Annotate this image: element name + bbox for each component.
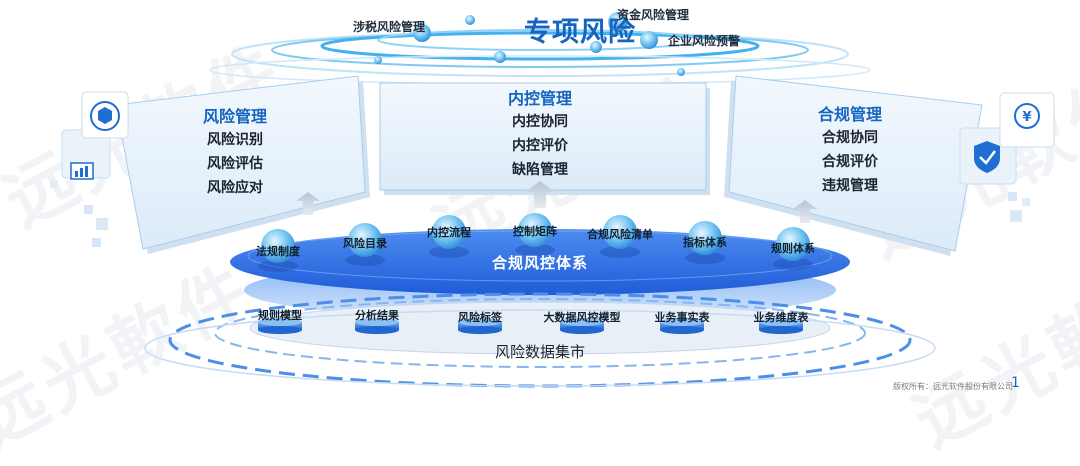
middle-oval-label: 合规风控体系 <box>491 254 588 272</box>
right-panel <box>724 75 983 256</box>
node-label: 指标体系 <box>683 236 727 249</box>
footer-copyright: 版权所有：远光软件股份有限公司 <box>893 382 1013 391</box>
right-panel-item: 违规管理 <box>822 178 878 194</box>
sphere-icon <box>348 223 382 257</box>
database-label: 风险标签 <box>458 311 502 324</box>
sphere-icon <box>603 215 637 249</box>
database-label: 业务维度表 <box>753 311 809 324</box>
sphere-icon <box>640 31 658 49</box>
database-icon <box>660 318 704 334</box>
database-icon <box>458 318 502 334</box>
node-label: 合规风险清单 <box>587 228 653 241</box>
arrow-up-icon <box>793 200 817 223</box>
middle-nodes <box>258 213 813 272</box>
svg-text:¥: ¥ <box>1022 110 1031 125</box>
database-label: 分析结果 <box>355 309 399 322</box>
right-panel-text: 合规管理 合规协同 合规评价 违规管理 <box>795 104 905 198</box>
database-icon <box>258 318 302 334</box>
diagram-graphics: ¥ <box>50 12 1055 388</box>
sphere-icon <box>518 213 552 247</box>
right-panel-item: 合规评价 <box>822 154 878 170</box>
page-number: 1 <box>1011 375 1020 391</box>
top-rings <box>209 29 871 85</box>
left-panel-item: 风险应对 <box>207 180 263 196</box>
diagram-stage: 远光軟件 远光軟件 远光軟件 远光軟件 远光軟件 <box>0 8 1080 463</box>
center-panel-item: 缺陷管理 <box>512 162 568 178</box>
database-label: 大数据风控模型 <box>543 311 621 324</box>
node-label: 控制矩阵 <box>513 225 557 238</box>
right-panel-title: 合规管理 <box>817 105 882 124</box>
right-panel-item: 合规协同 <box>822 130 878 146</box>
top-item-tax-risk: 涉税风险管理 <box>353 20 426 34</box>
top-item-enterprise-warning: 企业风险预警 <box>668 34 741 48</box>
money-icon: ¥ <box>1014 103 1040 129</box>
top-title: 专项风险 <box>524 17 636 48</box>
left-panel-item: 风险识别 <box>207 132 263 148</box>
sphere-icon <box>374 56 382 64</box>
database-icon <box>759 318 803 334</box>
center-panel <box>379 82 710 195</box>
sphere-icon <box>413 24 431 42</box>
arrow-up-icon <box>296 192 320 215</box>
database-cylinders <box>258 318 803 334</box>
base-title: 风险数据集市 <box>494 343 585 361</box>
shield-check-icon <box>974 141 1000 173</box>
box-icon <box>90 101 120 131</box>
left-panel-item: 风险评估 <box>207 156 263 172</box>
top-item-fund-risk: 资金风险管理 <box>617 8 690 22</box>
top-spheres <box>374 12 685 76</box>
node-label: 法规制度 <box>256 245 300 258</box>
sphere-icon <box>590 41 602 53</box>
chart-icon <box>70 162 94 180</box>
center-panel-text: 内控管理 内控协同 内控评价 缺陷管理 <box>485 88 595 182</box>
sphere-icon <box>677 68 685 76</box>
left-icons <box>50 91 129 247</box>
sphere-icon <box>261 229 295 263</box>
center-panel-item: 内控评价 <box>512 138 568 154</box>
sphere-icon <box>776 227 810 261</box>
left-panel-text: 风险管理 风险识别 风险评估 风险应对 <box>180 106 290 200</box>
sphere-icon <box>608 12 628 32</box>
sphere-icon <box>494 51 506 63</box>
database-label: 业务事实表 <box>654 311 710 324</box>
base-rings <box>144 292 936 388</box>
sphere-icon <box>432 215 466 249</box>
database-label: 规则模型 <box>258 309 302 322</box>
center-panel-title: 内控管理 <box>507 89 572 108</box>
sphere-icon <box>465 15 475 25</box>
center-panel-item: 内控协同 <box>512 114 568 130</box>
left-panel-title: 风险管理 <box>202 107 267 126</box>
node-label: 内控流程 <box>427 226 471 239</box>
database-icon <box>560 318 604 334</box>
arrow-up-icon <box>525 181 555 208</box>
node-label: 风险目录 <box>343 237 387 250</box>
node-label: 规则体系 <box>771 242 815 255</box>
sphere-icon <box>688 221 722 255</box>
right-icons: ¥ <box>959 92 1055 222</box>
database-icon <box>355 318 399 334</box>
